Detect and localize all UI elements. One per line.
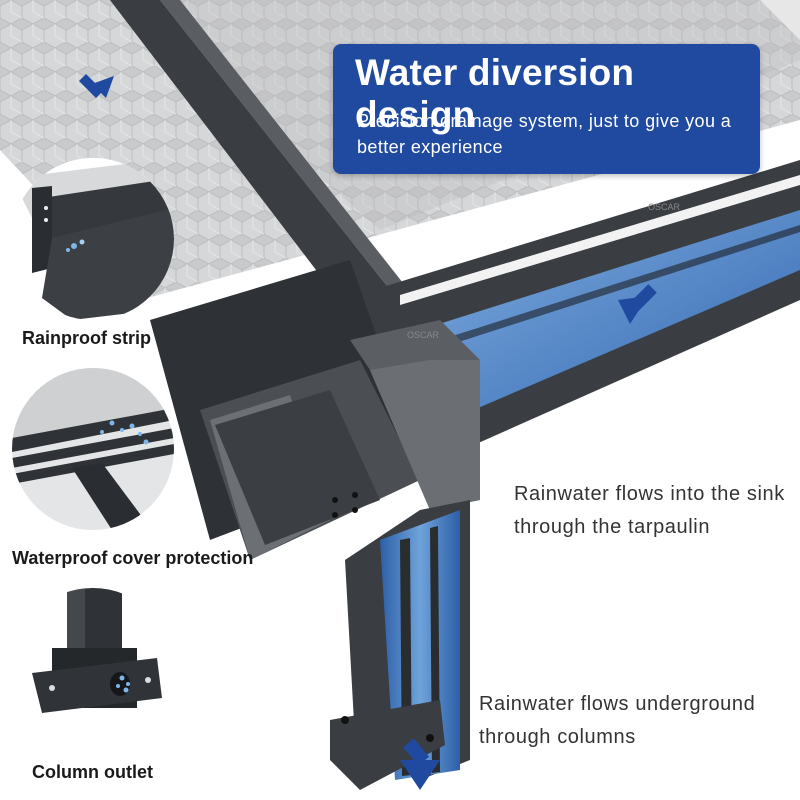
label-column-outlet: Column outlet <box>32 762 153 782</box>
page-subtitle: Precision drainage system, just to give … <box>357 111 732 157</box>
caption-sink: Rainwater flows into the sink through th… <box>514 483 785 538</box>
detail-circle-column-outlet <box>12 588 174 750</box>
label-rainproof-strip: Rainproof strip <box>22 328 151 348</box>
page-title: Water diversion design <box>355 52 635 135</box>
detail-circle-rainproof-strip <box>12 158 174 320</box>
caption-underground: Rainwater flows underground through colu… <box>479 693 756 748</box>
flow-arrow-icon <box>618 284 657 324</box>
watermark-2: OSCAR <box>407 330 440 340</box>
flow-arrow-icon <box>78 73 114 99</box>
flow-arrow-icon <box>400 738 440 790</box>
watermark: OSCAR <box>648 202 681 212</box>
detail-circle-waterproof-cover <box>12 368 174 530</box>
label-waterproof-cover: Waterproof cover protection <box>12 548 254 568</box>
title-banner: Water diversion design Precision drainag… <box>333 44 760 174</box>
